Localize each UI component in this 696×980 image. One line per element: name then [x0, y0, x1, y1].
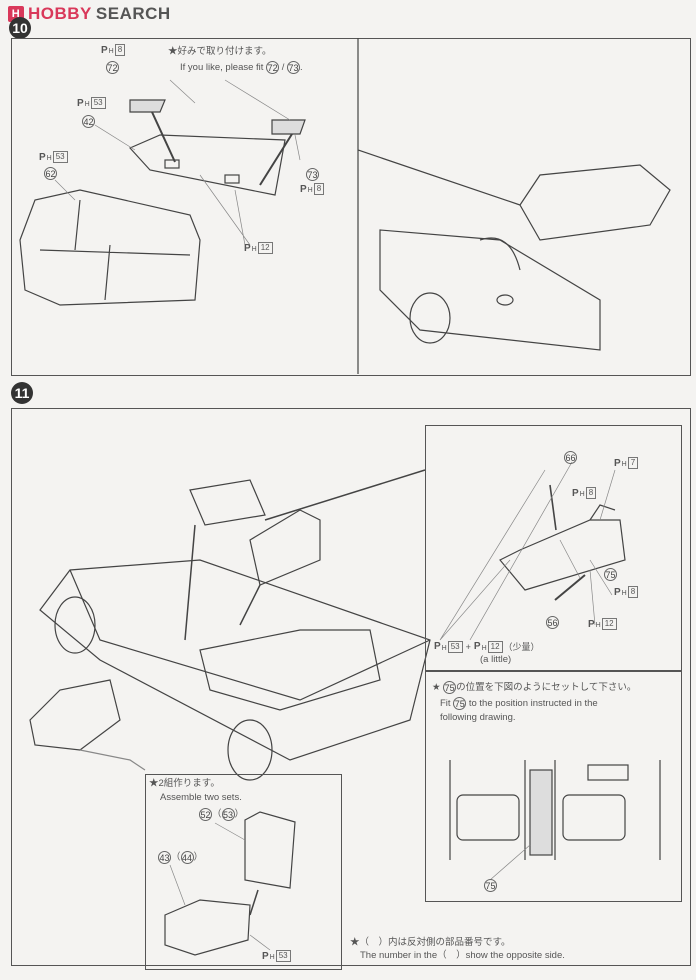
assembly-arrows — [184, 469, 426, 641]
step10-inset-border — [357, 38, 521, 374]
part-75-label: 75 — [604, 568, 617, 582]
position-drawing-frame — [425, 670, 682, 902]
wheel — [409, 292, 451, 344]
console-head — [589, 504, 616, 521]
a-little-note: (a little) — [480, 654, 512, 665]
rear-wheel — [227, 719, 273, 781]
gauge-73 — [271, 119, 306, 135]
vent-left — [164, 159, 180, 169]
seat-note-jp: ★2組作ります。 — [149, 778, 220, 789]
seat-installed — [519, 164, 671, 241]
part-75-position-label: 75 — [484, 879, 497, 893]
seat-assembly-frame — [145, 774, 342, 970]
front-seat-right — [249, 509, 321, 586]
tunnel — [479, 237, 521, 271]
part-52-53-label: 52（53） — [199, 808, 245, 821]
optional-note-en: If you like, please fit 72 / 73. — [180, 61, 303, 74]
seat-connector — [249, 889, 259, 916]
part-62-label: 62 — [44, 167, 57, 181]
step11-drawing — [29, 469, 661, 956]
console-detail-frame — [425, 425, 682, 672]
leader-lines-10 — [54, 79, 301, 246]
interior-lines — [449, 760, 661, 860]
arrows-gauges — [151, 111, 293, 186]
position-note-en: Fit 75 to the position instructed in the — [440, 697, 598, 710]
console-part — [189, 479, 266, 526]
step-10-badge: 10 — [9, 17, 31, 39]
part-66-label: 66 — [564, 451, 577, 465]
seat-callout — [79, 749, 146, 771]
vent-right — [224, 174, 240, 184]
step10-drawing — [19, 38, 671, 374]
seat-back-52 — [244, 811, 296, 889]
rear-shelf — [587, 764, 629, 781]
front-seat-left — [29, 679, 121, 751]
leader-lines-11 — [169, 461, 616, 951]
floor-line — [69, 569, 431, 701]
step-10-frame — [11, 38, 691, 376]
part-73-label: 73 — [306, 168, 319, 182]
seat-right-top — [562, 794, 626, 841]
logo-hobby: HOBBY — [28, 4, 92, 23]
dash-panel-42 — [128, 134, 286, 196]
rear-seat-installed — [199, 629, 381, 711]
part-56-label: 56 — [546, 616, 559, 630]
console-top-view — [529, 769, 553, 856]
lever-66 — [549, 484, 557, 531]
gauge-72 — [129, 99, 166, 113]
hobby-search-logo: H HOBBY SEARCH — [8, 4, 171, 24]
brake-56 — [554, 574, 586, 601]
part-42-label: 42 — [82, 115, 95, 129]
rear-seat-seams — [39, 199, 191, 301]
seat-note-en: Assemble two sets. — [160, 792, 242, 803]
console-75 — [499, 519, 626, 591]
optional-note-jp: ★好みで取り付けます。 — [168, 46, 272, 57]
step-11-frame — [11, 408, 691, 966]
footer-note-jp: ★（ ）内は反対側の部品番号です。 — [350, 937, 511, 948]
part-72-label: 72 — [106, 61, 119, 75]
seat-left-top — [456, 794, 520, 841]
logo-search: SEARCH — [95, 4, 171, 23]
part-43-44-label: 43（44） — [158, 851, 204, 864]
front-wheel — [54, 596, 96, 654]
seat-cushion-43 — [164, 899, 251, 956]
step-11-badge: 11 — [11, 382, 33, 404]
position-note-en-line2: following drawing. — [440, 712, 516, 723]
shifter-boot — [496, 294, 514, 306]
rear-seat-62 — [19, 189, 201, 306]
footer-note-en: The number in the（ ）show the opposite si… — [360, 950, 565, 961]
chassis — [39, 559, 431, 761]
